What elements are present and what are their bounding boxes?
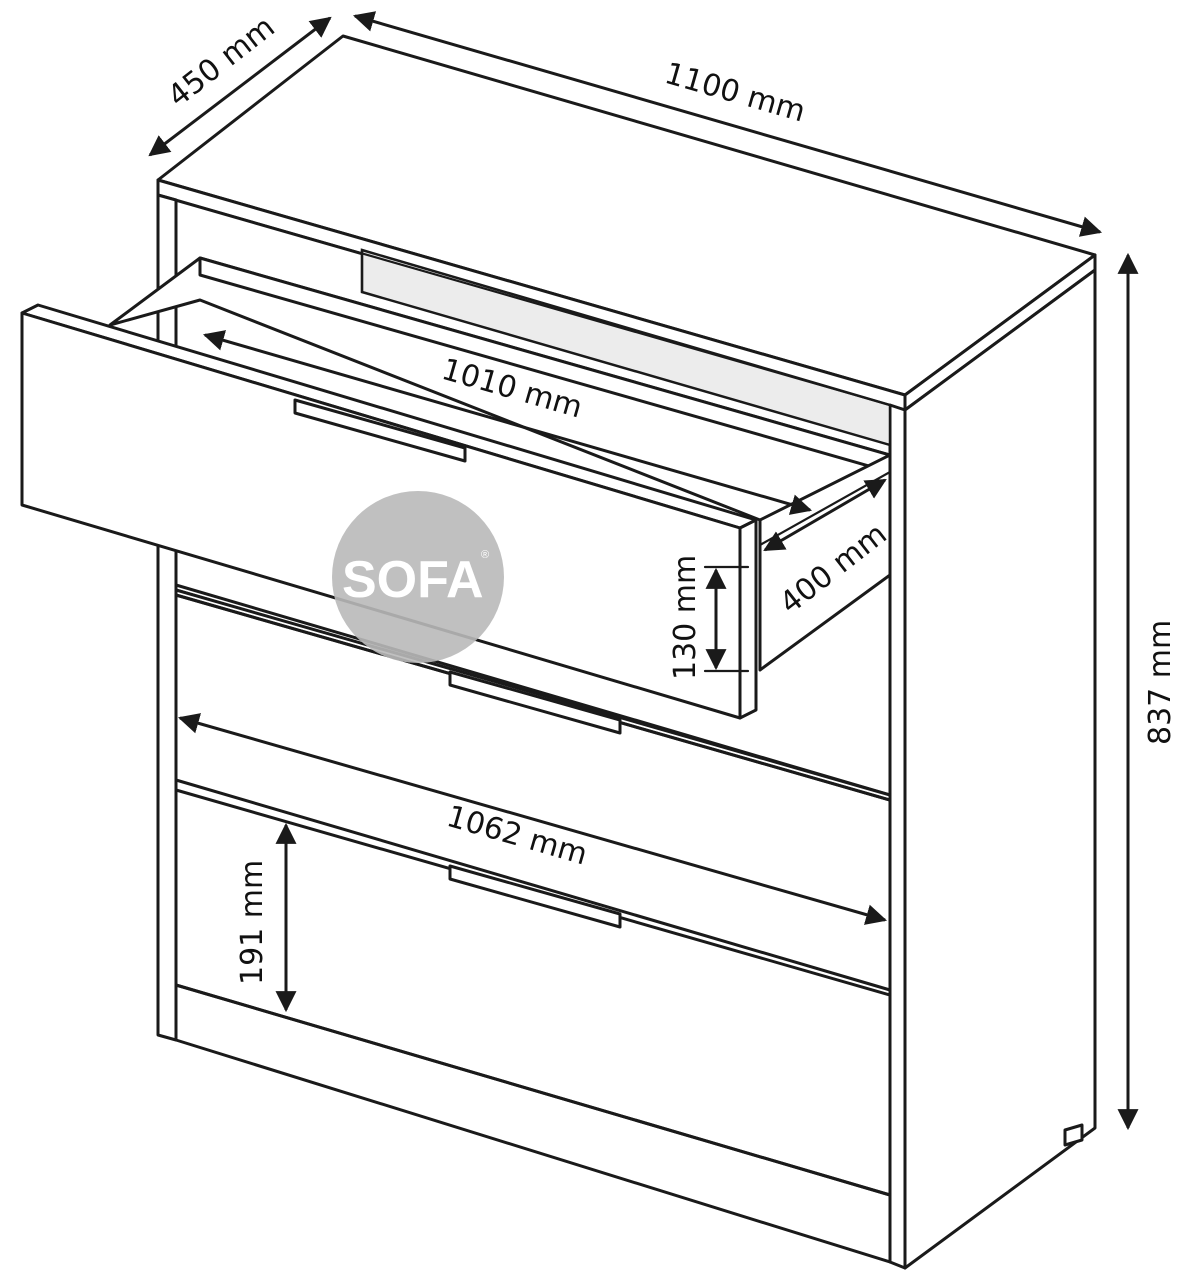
height-label: 837 mm (1143, 620, 1178, 745)
drawer-2-bottom-edge (174, 778, 892, 992)
cabinet-left-stile (156, 193, 178, 1042)
width-label: 1100 mm (661, 56, 809, 129)
cabinet-right-side (903, 268, 1097, 1270)
front-width-label: 1062 mm (443, 799, 591, 872)
drawer-open-front-edge (738, 518, 758, 720)
sofa-watermark-logo: SOFA ® (332, 491, 504, 663)
width-dimension-line (352, 11, 1103, 237)
drawer-3-handle[interactable] (448, 864, 622, 929)
watermark-circle (332, 491, 504, 663)
depth-dimension-line (148, 16, 332, 157)
front-height-label: 191 mm (235, 860, 270, 985)
cabinet-foot (1063, 1123, 1084, 1147)
watermark-text: SOFA (342, 551, 484, 609)
cabinet-plinth (174, 983, 892, 1264)
drawer-2-handle[interactable] (448, 670, 622, 735)
cabinet-right-stile (888, 403, 907, 1270)
watermark-registered-mark: ® (481, 549, 489, 561)
drawer-inner-width-dimension-line (202, 330, 813, 515)
drawer-height-label: 130 mm (668, 555, 703, 680)
dimension-lines (148, 11, 1139, 1131)
drawer-3-bottom-edge (174, 983, 892, 1197)
drawer-depth-dimension-line (763, 478, 887, 552)
front-width-dimension-line (177, 713, 888, 925)
